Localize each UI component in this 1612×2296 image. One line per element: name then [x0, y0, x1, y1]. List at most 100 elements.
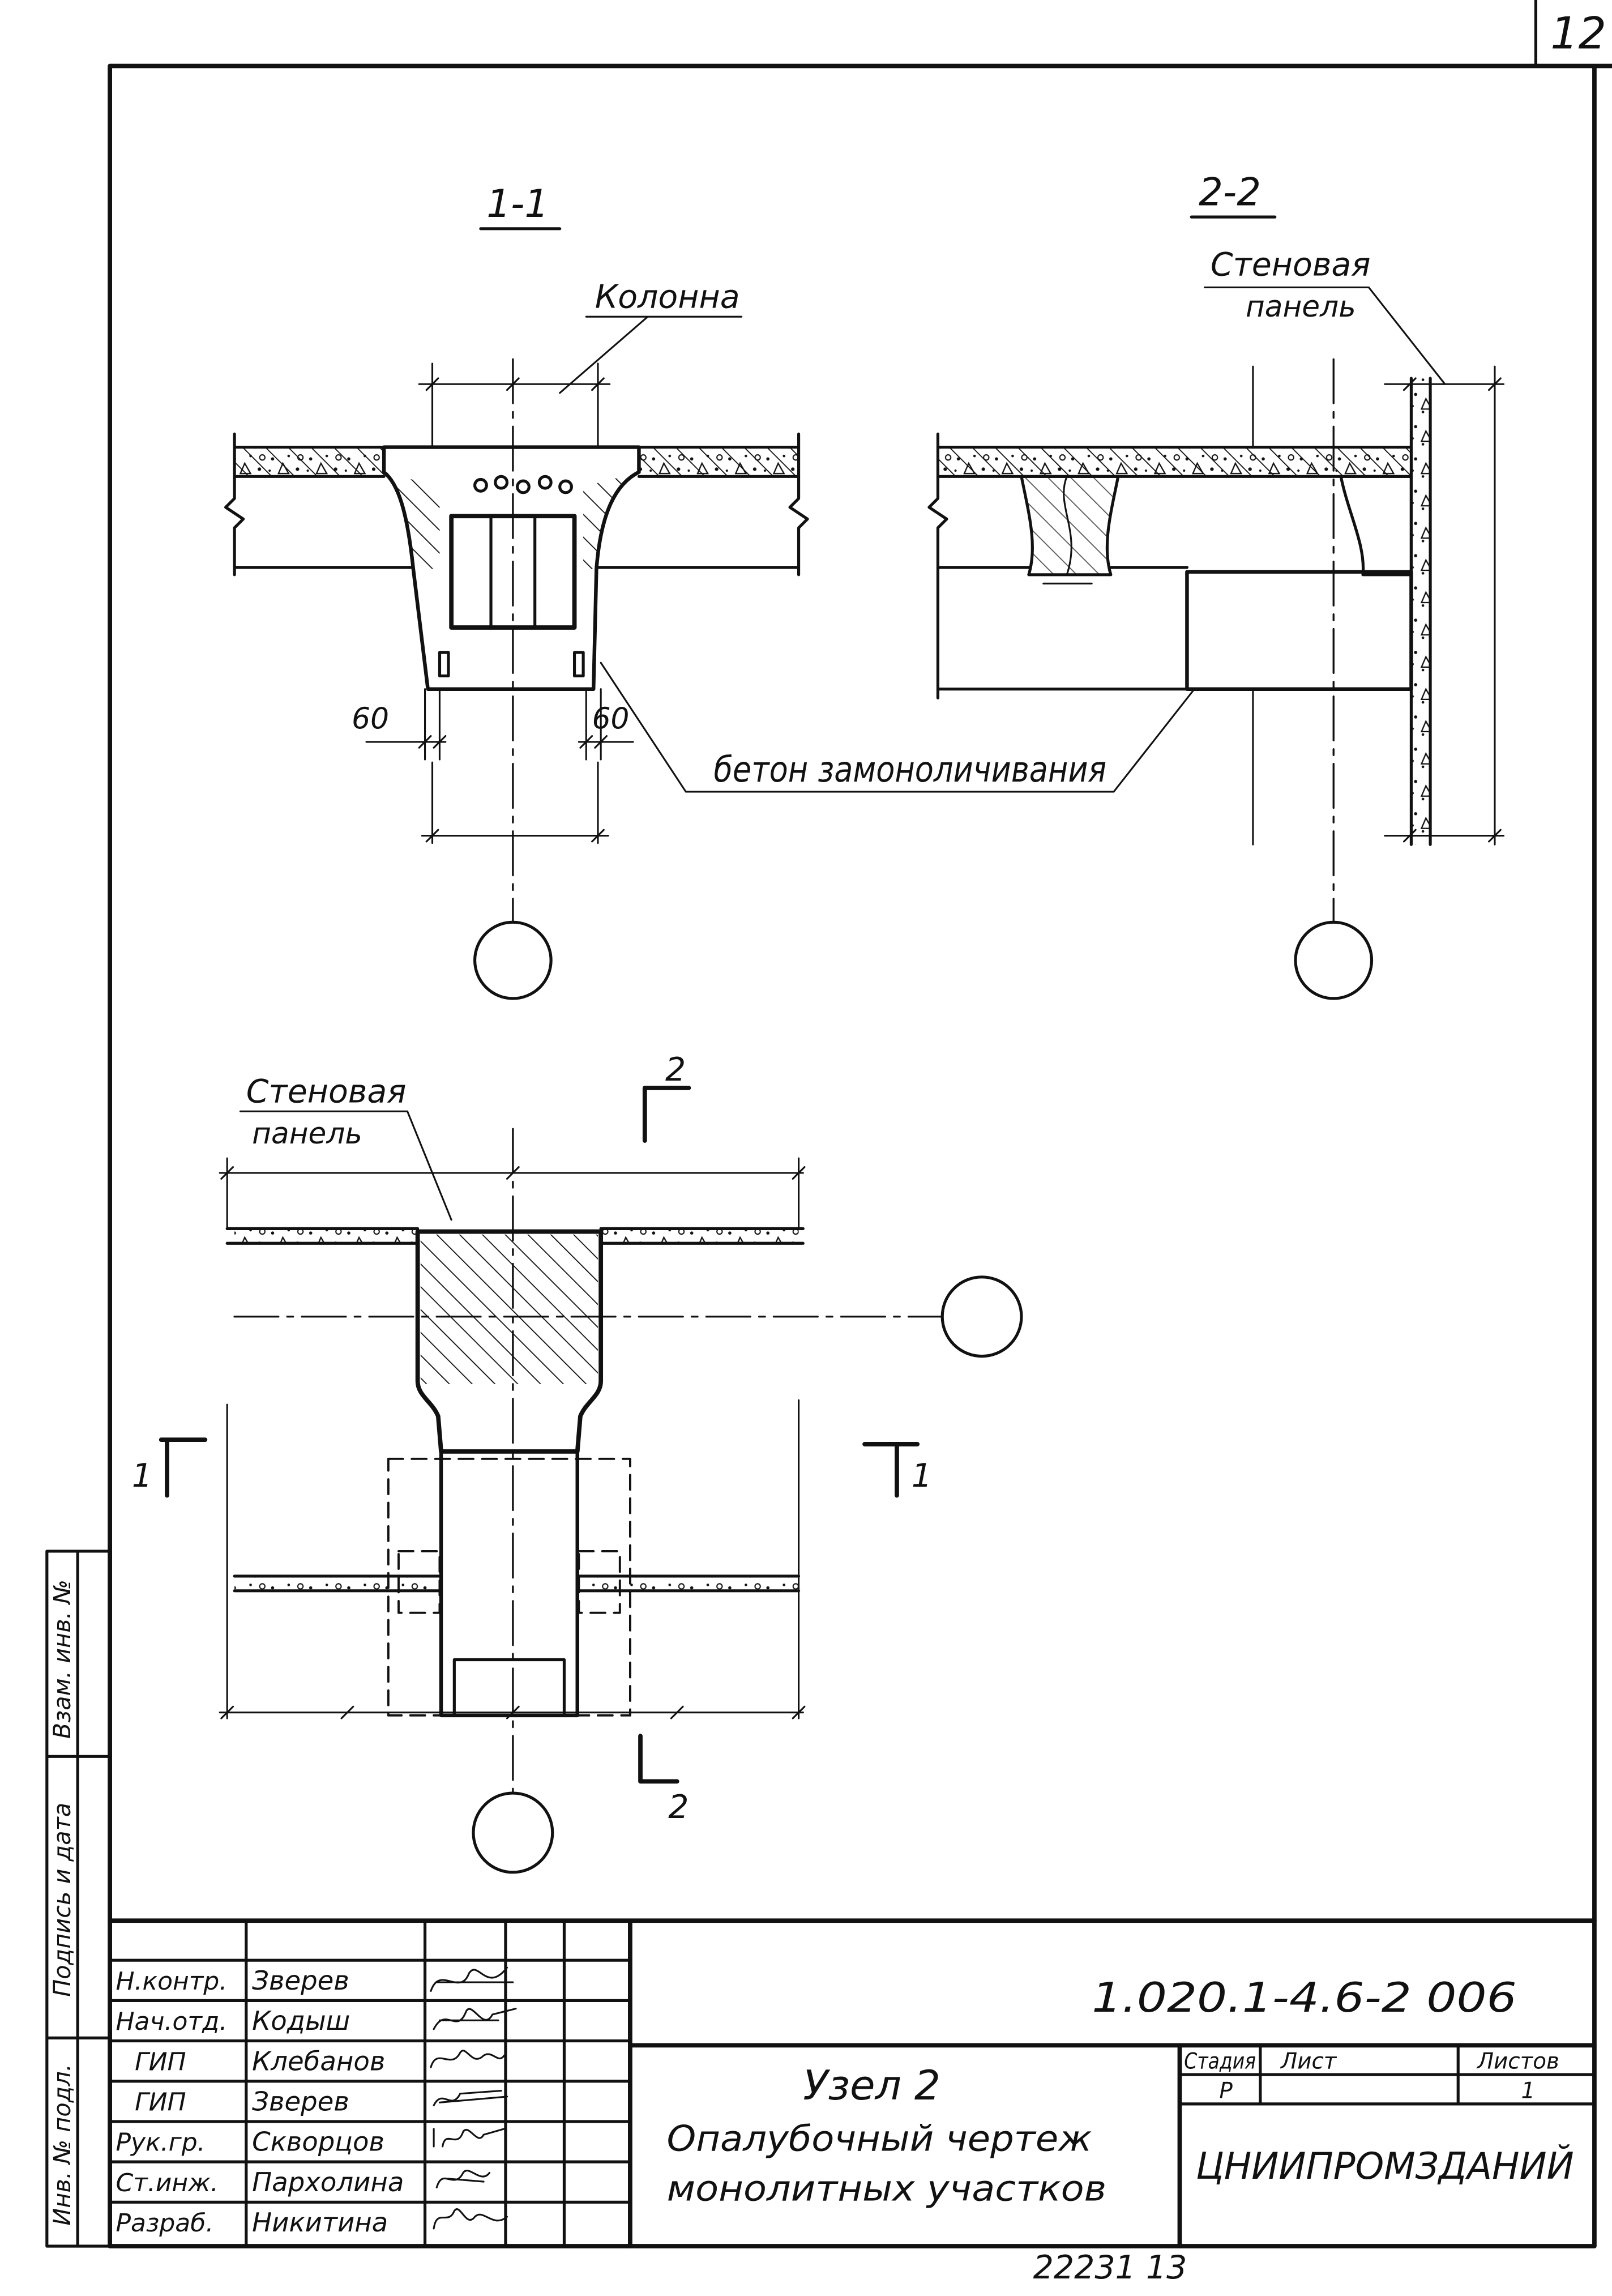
signer-name: Скворцов	[252, 2127, 384, 2157]
title-block-outline	[108, 1918, 1597, 2248]
slab-right-hatch	[639, 447, 799, 477]
plan-slab-edge	[233, 1574, 801, 1593]
section-1-1-label: 1-1	[486, 182, 549, 226]
plan-joint-block-hatch	[420, 1234, 598, 1384]
signature	[433, 2128, 505, 2148]
dim-right-60: 60	[592, 702, 630, 736]
signer-role: Разраб.	[116, 2209, 213, 2238]
sheet-frame: 12	[108, 0, 1612, 2248]
column-label-leader	[559, 315, 743, 394]
axis-marker-circle	[940, 1275, 1023, 1358]
monolith-concrete-1-1	[382, 445, 641, 691]
axis-marker-circle	[473, 920, 553, 1000]
title-block: Н.контр. Зверев Нач.отд. Кодыш ГИП Клеба…	[108, 1918, 1597, 2248]
slab-outline-2-2	[936, 445, 1413, 691]
cut-2-bottom-label: 2	[668, 1789, 689, 1826]
title-line-3: монолитных участков	[667, 2168, 1106, 2209]
sheets-value: 1	[1521, 2079, 1536, 2104]
stage-header: Стадия	[1184, 2049, 1256, 2075]
frame-border	[108, 63, 1612, 2248]
signature	[435, 2170, 491, 2188]
signer-role: Рук.гр.	[116, 2128, 205, 2157]
cut-mark-2-bottom	[638, 1734, 679, 1784]
break-lines-1-1	[224, 432, 809, 577]
title-line-1: Узел 2	[803, 2062, 940, 2110]
concrete-label: бетон замоноличивания	[713, 749, 1106, 790]
rebar-bottom-right	[572, 651, 585, 678]
signer-role: ГИП	[135, 2047, 186, 2076]
signature	[430, 2050, 505, 2068]
wall-panel-leader	[1203, 286, 1446, 385]
sheets-header: Листов	[1476, 2049, 1559, 2075]
section-2-2: 2-2 Стеновая панель	[927, 170, 1505, 1000]
organization-name: ЦНИИПРОМЗДАНИЙ	[1196, 2145, 1574, 2188]
signature	[433, 2008, 517, 2030]
plan-wall-label-line2: панель	[252, 1117, 362, 1151]
rib-left-hatch	[384, 472, 440, 569]
title-line-2: Опалубочный чертеж	[667, 2118, 1092, 2160]
axis-marker-circle	[472, 1791, 554, 1874]
signer-name: Кодыш	[252, 2005, 350, 2036]
rebar	[473, 477, 488, 493]
wall-panel-label-line2: панель	[1246, 290, 1356, 324]
signers-grid	[108, 1919, 632, 2248]
plan-wall-leader	[239, 1110, 452, 1221]
plan-top-dimension	[219, 1157, 806, 1230]
plan-column-hidden	[387, 1457, 631, 1717]
signer-role: Н.контр.	[116, 1967, 227, 1996]
rib-right-hatch	[583, 472, 639, 569]
document-designation: 1.020.1-4.6-2 006	[1092, 1974, 1517, 2022]
column-inner-lines	[489, 514, 537, 629]
section-1-1: 1-1 Колонна 60 60	[224, 182, 809, 1000]
cut-1-left-label: 1	[132, 1457, 152, 1495]
slab-left-hatch	[234, 447, 384, 477]
axis-marker-circle	[1294, 920, 1374, 1000]
crossbar-section	[1185, 570, 1413, 691]
sheet-header: Лист	[1280, 2049, 1337, 2075]
rebar	[537, 475, 553, 490]
plan-beam	[439, 1449, 579, 1718]
stamp-replace-inv: Взам. инв. №	[49, 1580, 76, 1739]
signature	[433, 2090, 508, 2107]
signature	[433, 2208, 508, 2230]
signer-name: Клебанов	[252, 2046, 385, 2076]
slab-rib-keyway	[1042, 475, 1093, 584]
stage-value: Р	[1219, 2079, 1233, 2104]
side-stamp: Взам. инв. № Подпись и дата Инв. № подл.	[45, 1550, 112, 2248]
column-label: Колонна	[595, 279, 740, 316]
side-stamp-grid	[45, 1550, 112, 2248]
rebar	[494, 475, 509, 490]
slab-2-2-hatch	[938, 447, 1412, 477]
rebar-group	[438, 475, 585, 678]
stage-grid	[1178, 2043, 1596, 2106]
rebar	[558, 479, 573, 494]
dim-left-60: 60	[352, 702, 389, 736]
plan-slab-edge-fill	[234, 1576, 799, 1591]
signer-role: ГИП	[135, 2088, 186, 2117]
signatures	[430, 1966, 517, 2230]
section-2-2-label: 2-2	[1199, 170, 1261, 214]
cut-1-right-label: 1	[912, 1457, 932, 1495]
cut-2-top-label: 2	[665, 1051, 686, 1089]
dimension-lines-2-2	[1252, 365, 1505, 846]
stamp-inv-orig: Инв. № подл.	[49, 2064, 76, 2226]
rebar-bottom-left	[438, 651, 450, 678]
wall-panel-fill	[1411, 378, 1431, 845]
plan-view: Стеновая панель 2 2 1 1	[132, 1051, 1023, 1874]
signer-role: Нач.отд.	[116, 2007, 227, 2036]
signer-name: Никитина	[252, 2207, 388, 2238]
slab-outline-1-1	[233, 445, 801, 569]
plan-wall-strip	[225, 1227, 805, 1245]
break-line-2-2	[927, 432, 948, 699]
concrete-label-leaders	[600, 662, 1195, 793]
plan-wall-strip-fill	[234, 1228, 799, 1244]
wall-panel-label-line1: Стеновая	[1211, 246, 1371, 284]
concrete-callout: бетон замоноличивания	[600, 662, 1195, 793]
sheet-number: 12	[1550, 8, 1606, 59]
archive-number: 22231 13	[1033, 2249, 1187, 2286]
signer-name: Пархолина	[252, 2167, 404, 2197]
cut-mark-1-left	[159, 1437, 208, 1498]
signer-name: Зверев	[252, 2086, 349, 2117]
cut-mark-1-right	[862, 1442, 920, 1498]
